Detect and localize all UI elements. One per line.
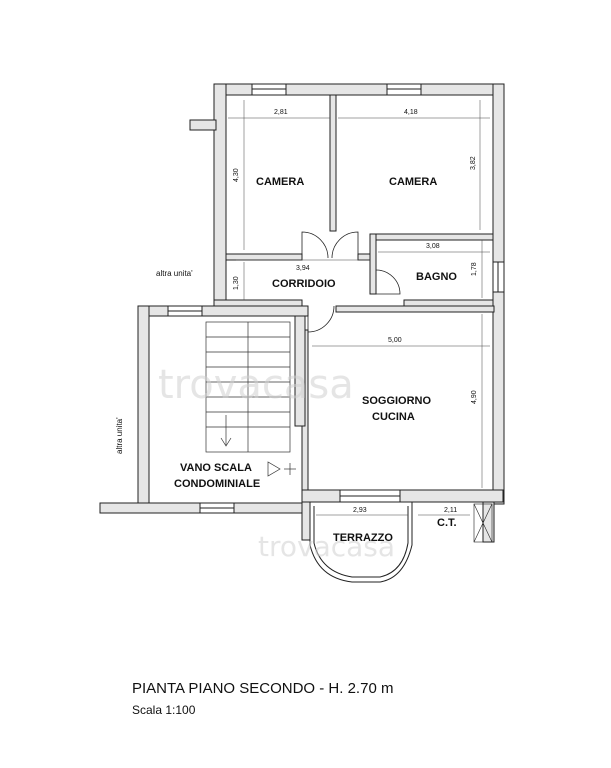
room-label-cucina: CUCINA bbox=[372, 411, 415, 423]
dimension-labels: 2,81 4,18 3,94 3,08 5,00 2,93 2,11 4,30 … bbox=[233, 109, 478, 514]
room-label-soggiorno: SOGGIORNO bbox=[362, 395, 432, 407]
doors bbox=[301, 231, 401, 333]
dim-terrazzo-width: 2,93 bbox=[353, 507, 367, 514]
room-label-terrazzo: TERRAZZO bbox=[333, 532, 393, 544]
plan-scale: Scala 1:100 bbox=[132, 703, 196, 717]
dim-soggiorno-width: 5,00 bbox=[388, 337, 402, 344]
room-label-bagno: BAGNO bbox=[416, 271, 457, 283]
room-label-vano-scala: VANO SCALA bbox=[180, 462, 252, 474]
room-label-condominiale: CONDOMINIALE bbox=[174, 478, 260, 490]
room-label-corridoio: CORRIDOIO bbox=[272, 278, 336, 290]
dim-corridoio-width: 3,94 bbox=[296, 265, 310, 272]
dim-camera-left-width: 2,81 bbox=[274, 109, 288, 116]
terrazzo-shape bbox=[309, 502, 493, 583]
room-label-camera-right: CAMERA bbox=[389, 176, 437, 188]
plan-title: PIANTA PIANO SECONDO - H. 2.70 m bbox=[132, 680, 394, 697]
dim-camera-left-height: 4,30 bbox=[233, 168, 240, 182]
room-label-ct: C.T. bbox=[437, 517, 457, 529]
label-altra-unita-left: altra unita' bbox=[115, 417, 124, 454]
dim-ct-width: 2,11 bbox=[444, 507, 457, 514]
neighbor-labels: altra unita' altra unita' bbox=[115, 269, 193, 454]
label-altra-unita-top: altra unita' bbox=[156, 269, 193, 278]
dim-soggiorno-height: 4,90 bbox=[471, 390, 478, 404]
walls bbox=[99, 83, 505, 543]
watermark-main: trovacasa bbox=[158, 362, 354, 408]
stairs bbox=[205, 321, 296, 477]
watermark: trovacasa trovacasa bbox=[158, 362, 395, 563]
watermark-secondary: trovacasa bbox=[258, 530, 395, 563]
windows bbox=[167, 83, 505, 514]
dimension-lines bbox=[228, 100, 490, 516]
dim-camera-right-height: 3,82 bbox=[470, 156, 477, 170]
room-labels: CAMERA CAMERA CORRIDOIO BAGNO SOGGIORNO … bbox=[174, 176, 457, 544]
room-label-camera-left: CAMERA bbox=[256, 176, 304, 188]
dim-camera-right-width: 4,18 bbox=[404, 109, 418, 116]
dim-bagno-height: 1,78 bbox=[471, 262, 478, 276]
dim-corridoio-height: 1,30 bbox=[233, 276, 240, 290]
dim-bagno-width: 3,08 bbox=[426, 243, 440, 250]
